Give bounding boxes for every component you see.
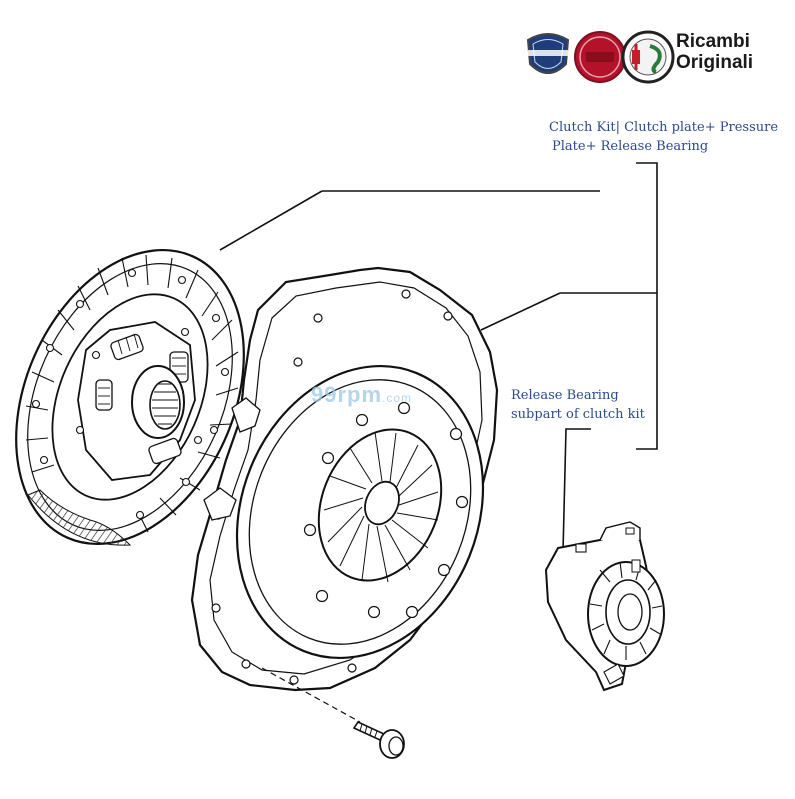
leader-lines: [219, 162, 658, 553]
watermark-suffix: .com: [382, 391, 413, 405]
brand-title: Ricambi Originali: [676, 31, 753, 73]
clutch-plate: [15, 248, 245, 546]
fiat-logo: [574, 31, 626, 83]
brand-title-line1: Ricambi: [676, 31, 750, 52]
clutch-kit-label-line2: Plate+ Release Bearing: [552, 139, 709, 154]
clutch-kit-label: Clutch Kit| Clutch plate+ Pressure Plate…: [549, 118, 778, 156]
clutch-kit-label-line1: Clutch Kit| Clutch plate+ Pressure: [549, 120, 779, 135]
release-bearing-label-line2: subpart of clutch kit: [511, 407, 645, 422]
lancia-logo: [526, 33, 570, 74]
watermark-main: 99rpm: [311, 382, 383, 407]
release-bearing-label-line1: Release Bearing: [511, 388, 619, 403]
watermark: 99rpm.com: [311, 382, 412, 408]
alfa-romeo-logo: [621, 30, 675, 84]
release-bearing: [544, 521, 665, 692]
brand-title-line2: Originali: [676, 52, 754, 73]
release-bearing-label: Release Bearing subpart of clutch kit: [511, 386, 645, 424]
pressure-plate: [190, 266, 499, 692]
bolt: [261, 667, 405, 759]
